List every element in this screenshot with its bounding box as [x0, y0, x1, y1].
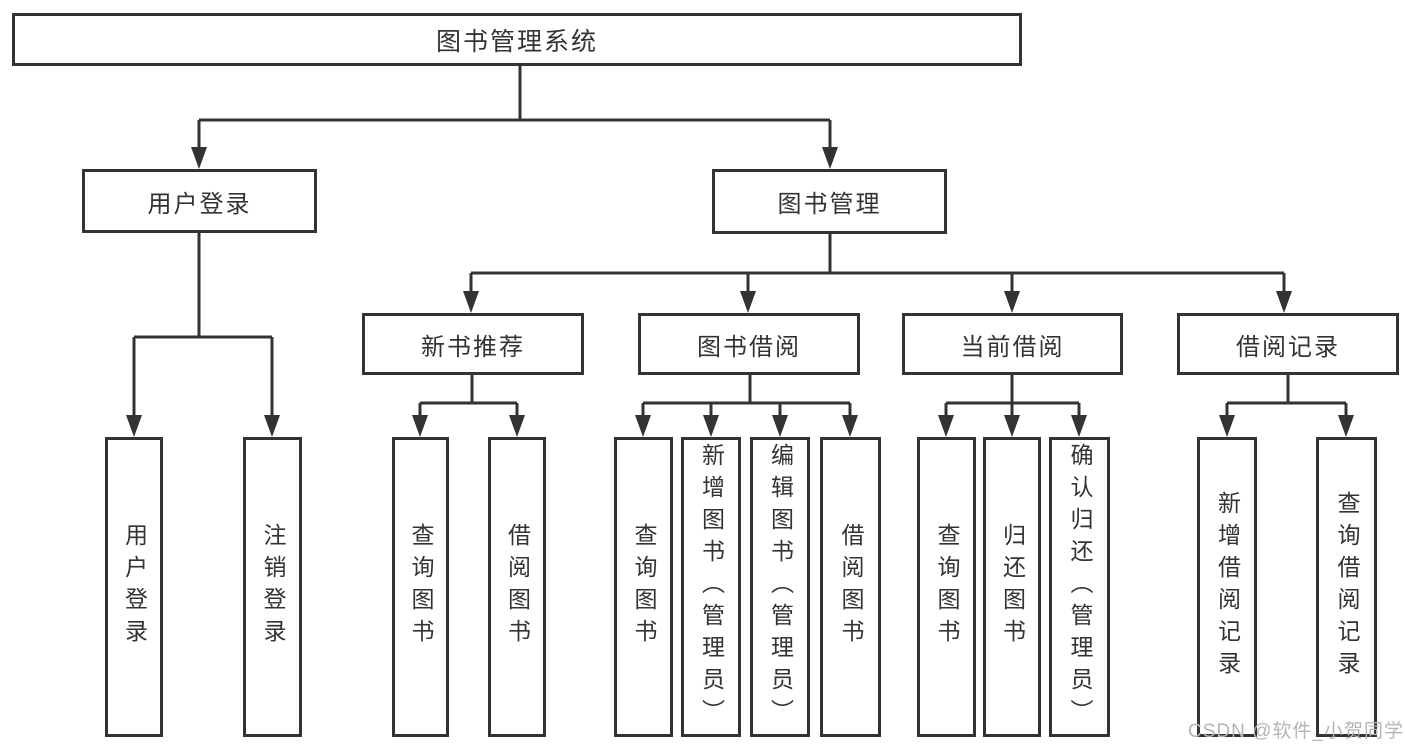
- leaf-borrow-books-recommend-label: 借阅图书: [504, 523, 531, 651]
- node-current-borrowing: 当前借阅: [902, 313, 1123, 375]
- leaf-return-books-label: 归还图书: [999, 523, 1026, 651]
- csdn-watermark: CSDN @软件_小贺同学: [1188, 721, 1404, 742]
- leaf-query-books-current-label: 查询图书: [934, 523, 960, 651]
- leaf-confirm-return-admin: 确认归还（管理员）: [1049, 437, 1110, 737]
- leaf-add-books-admin: 新增图书（管理员）: [681, 437, 741, 737]
- connector-lines: [132, 66, 1348, 418]
- leaf-query-books-recommend: 查询图书: [392, 437, 449, 737]
- leaf-query-books-borrowing: 查询图书: [614, 437, 673, 737]
- leaf-borrow-books-borrowing: 借阅图书: [820, 437, 881, 737]
- leaf-add-borrow-record-label: 新增借阅记录: [1214, 491, 1241, 683]
- leaf-user-login-label: 用户登录: [121, 523, 148, 651]
- leaf-query-books-recommend-label: 查询图书: [408, 523, 434, 651]
- node-user-login: 用户登录: [82, 169, 317, 233]
- node-book-management: 图书管理: [712, 169, 947, 234]
- leaf-edit-books-admin: 编辑图书（管理员）: [750, 437, 810, 737]
- leaf-edit-books-admin-label: 编辑图书（管理员）: [767, 443, 794, 731]
- leaf-add-books-admin-label: 新增图书（管理员）: [698, 443, 725, 731]
- node-new-book-recommendation: 新书推荐: [362, 313, 584, 375]
- leaf-query-borrow-record: 查询借阅记录: [1316, 437, 1377, 737]
- leaf-borrow-books-recommend: 借阅图书: [488, 437, 546, 737]
- leaf-query-books-current: 查询图书: [917, 437, 976, 737]
- node-borrowing-records: 借阅记录: [1177, 313, 1399, 375]
- leaf-user-login: 用户登录: [105, 437, 163, 737]
- node-library-system: 图书管理系统: [12, 13, 1022, 66]
- leaf-logout: 注销登录: [243, 437, 302, 737]
- leaf-return-books: 归还图书: [983, 437, 1041, 737]
- leaf-borrow-books-borrowing-label: 借阅图书: [838, 523, 864, 651]
- node-book-borrowing: 图书借阅: [638, 313, 860, 375]
- leaf-add-borrow-record: 新增借阅记录: [1197, 437, 1257, 737]
- leaf-confirm-return-admin-label: 确认归还（管理员）: [1067, 443, 1093, 731]
- leaf-query-borrow-record-label: 查询借阅记录: [1334, 491, 1360, 683]
- leaf-query-books-borrowing-label: 查询图书: [631, 523, 657, 651]
- leaf-logout-label: 注销登录: [260, 523, 286, 651]
